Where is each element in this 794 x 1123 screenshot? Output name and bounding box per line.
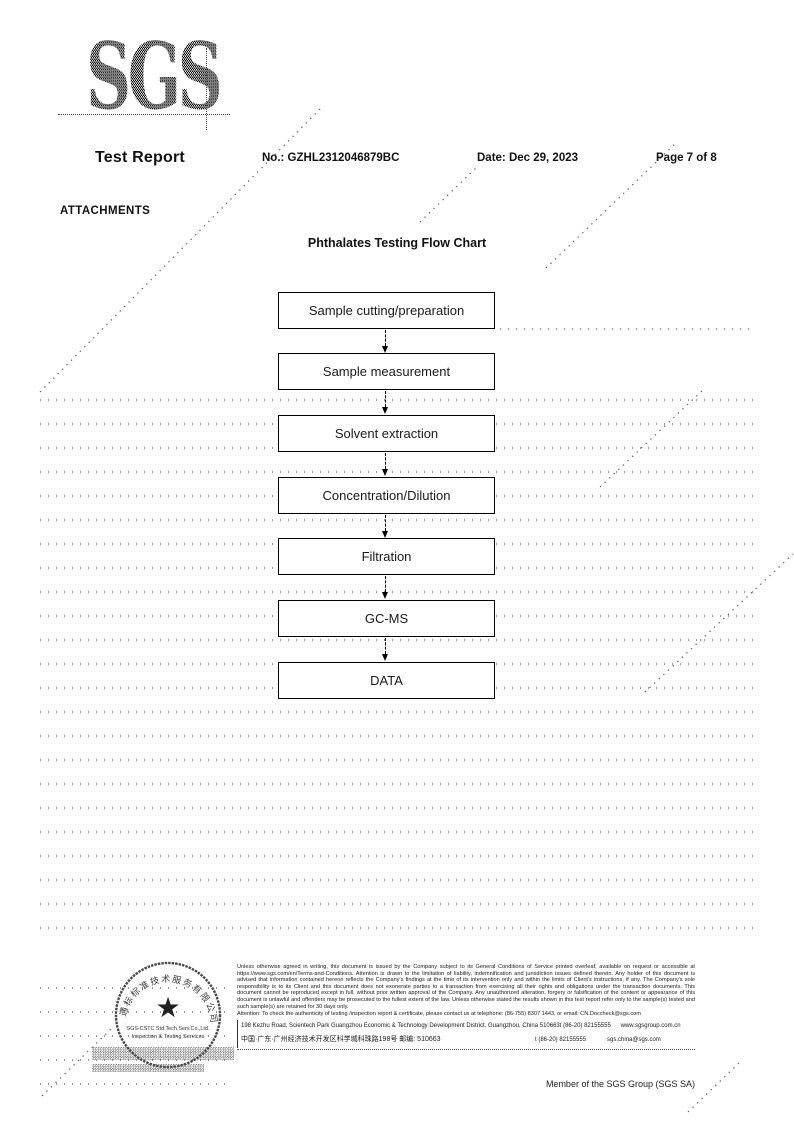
logo-crop-mark-horizontal bbox=[58, 114, 230, 115]
overprint-noise-bar bbox=[92, 1047, 234, 1060]
email-address: sgs.china@sgs.com bbox=[607, 1037, 661, 1044]
stamp-star-icon: ★ bbox=[155, 992, 180, 1023]
flow-arrow-down-icon bbox=[382, 453, 388, 476]
footer-legal-block: Unless otherwise agreed in writing, this… bbox=[237, 964, 695, 1050]
address-english: 198 Kezhu Road, Scientech Park Guangzhou… bbox=[241, 1023, 560, 1030]
address-block: 198 Kezhu Road, Scientech Park Guangzhou… bbox=[237, 1019, 695, 1048]
stamp-services-line: Inspection & Testing Services bbox=[132, 1034, 205, 1040]
flow-arrow-down-icon bbox=[382, 391, 388, 414]
flow-arrow-down-icon bbox=[382, 330, 388, 353]
address-row-english: 198 Kezhu Road, Scientech Park Guangzhou… bbox=[241, 1020, 695, 1034]
flow-step-solvent-extraction: Solvent extraction bbox=[278, 415, 495, 452]
stamp-company-line: SGS-CSTC Std.Tech.Serv.Co.,Ltd. bbox=[127, 1026, 210, 1032]
flow-step-concentration-dilution: Concentration/Dilution bbox=[278, 477, 495, 514]
attachments-heading: ATTACHMENTS bbox=[60, 205, 151, 217]
flow-step-gcms: GC-MS bbox=[278, 600, 495, 637]
logo-crop-mark-vertical bbox=[206, 48, 207, 130]
flow-step-sample-cutting: Sample cutting/preparation bbox=[278, 292, 495, 329]
address-row-chinese: 中国·广东·广州经济技术开发区科学城科珠路198号 邮编: 510663 t (… bbox=[241, 1034, 695, 1048]
authenticity-note: Attention: To check the authenticity of … bbox=[237, 1011, 641, 1018]
phone-number: t (86-20) 82155555 bbox=[559, 1023, 611, 1030]
page-indicator: Page 7 of 8 bbox=[656, 152, 717, 164]
flow-arrow-down-icon bbox=[382, 576, 388, 599]
phone-number: t (86-20) 82155555 bbox=[535, 1037, 587, 1044]
flowchart-title: Phthalates Testing Flow Chart bbox=[307, 236, 487, 250]
flow-arrow-down-icon bbox=[382, 638, 388, 661]
address-chinese: 中国·广东·广州经济技术开发区科学城科珠路198号 邮编: 510663 bbox=[241, 1036, 441, 1044]
website-url: www.sgsgroup.com.cn bbox=[620, 1023, 681, 1030]
member-note: Member of the SGS Group (SGS SA) bbox=[545, 1079, 695, 1089]
flow-step-data: DATA bbox=[278, 662, 495, 699]
report-title: Test Report bbox=[95, 149, 185, 166]
company-stamp: 通标标准技术服务有限公司 ★ SGS-CSTC Std.Tech.Serv.Co… bbox=[114, 961, 222, 1069]
flow-arrow-down-icon bbox=[382, 515, 388, 538]
flow-step-sample-measurement: Sample measurement bbox=[278, 353, 495, 390]
sgs-logo: SGS bbox=[86, 22, 223, 130]
report-date: Date: Dec 29, 2023 bbox=[477, 152, 579, 164]
report-number: No.: GZHL2312046879BC bbox=[262, 152, 400, 164]
overprint-noise-bar bbox=[92, 1064, 204, 1072]
flow-step-filtration: Filtration bbox=[278, 538, 495, 575]
footer-divider bbox=[237, 1048, 695, 1050]
legal-disclaimer: Unless otherwise agreed in writing, this… bbox=[237, 964, 695, 1010]
